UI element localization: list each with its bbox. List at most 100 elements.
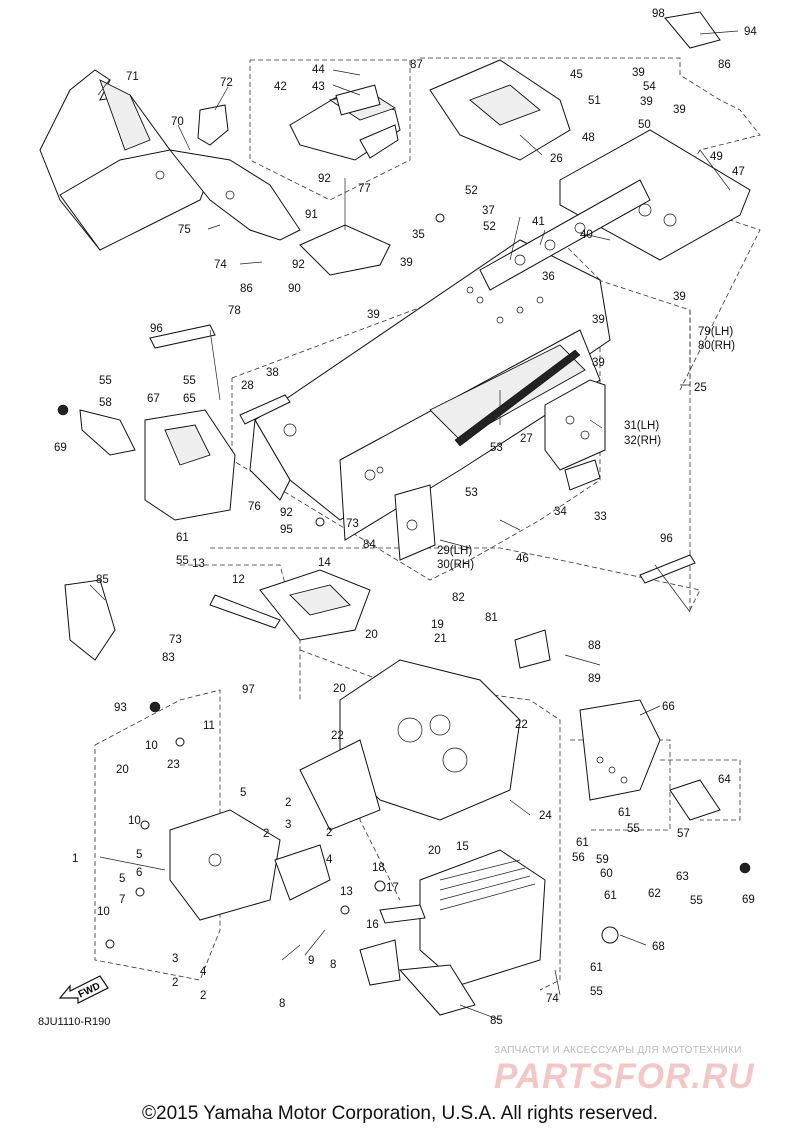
callout-c7: 7 bbox=[119, 894, 125, 906]
callout-c39f: 39 bbox=[592, 314, 605, 326]
callout-c89: 89 bbox=[588, 673, 601, 685]
callout-c81: 81 bbox=[485, 612, 498, 624]
callout-c98: 98 bbox=[652, 8, 665, 20]
watermark-logo-text: PARTSFOR.RU bbox=[494, 1057, 755, 1096]
callout-c64: 64 bbox=[718, 774, 731, 786]
brackets-31-32 bbox=[544, 379, 606, 471]
callout-c6: 6 bbox=[136, 867, 142, 879]
callout-c67: 67 bbox=[147, 393, 160, 405]
callout-c5b: 5 bbox=[136, 849, 142, 861]
callout-c54: 54 bbox=[643, 81, 656, 93]
callout-c94: 94 bbox=[744, 26, 757, 38]
callout-c63: 63 bbox=[676, 871, 689, 883]
callout-c39a: 39 bbox=[632, 67, 645, 79]
callout-c58: 58 bbox=[99, 397, 112, 409]
callout-c62: 62 bbox=[648, 888, 661, 900]
callout-c39h: 39 bbox=[592, 357, 605, 369]
callout-c25: 25 bbox=[694, 382, 707, 394]
callout-c42: 42 bbox=[274, 81, 287, 93]
callout-c10b: 10 bbox=[128, 815, 141, 827]
callout-c85b: 85 bbox=[490, 1015, 503, 1027]
callout-c52a: 52 bbox=[465, 185, 478, 197]
callout-c40: 40 bbox=[580, 229, 593, 241]
callout-c41: 41 bbox=[532, 216, 545, 228]
side-rail-41 bbox=[479, 179, 651, 291]
callout-c96b: 96 bbox=[660, 533, 673, 545]
callout-c26: 26 bbox=[550, 153, 563, 165]
callout-c91: 91 bbox=[305, 209, 318, 221]
callout-c9: 9 bbox=[308, 955, 314, 967]
bracket-91 bbox=[299, 224, 391, 276]
callout-c69a: 69 bbox=[54, 442, 67, 454]
callout-c69b: 69 bbox=[742, 894, 755, 906]
mount-67 bbox=[144, 409, 236, 521]
callout-c74a: 74 bbox=[214, 259, 227, 271]
callout-c27: 27 bbox=[520, 433, 533, 445]
callout-c55c: 55 bbox=[176, 555, 189, 567]
callout-c53b: 53 bbox=[465, 487, 478, 499]
callout-c70: 70 bbox=[171, 116, 184, 128]
callout-c34: 34 bbox=[554, 506, 567, 518]
callout-c85a: 85 bbox=[96, 574, 109, 586]
callout-c29: 29(LH) bbox=[437, 545, 472, 557]
watermark-subtitle: ЗАПЧАСТИ И АКСЕССУАРЫ ДЛЯ МОТОТЕХНИКИ bbox=[494, 1045, 742, 1056]
callout-c20a: 20 bbox=[365, 629, 378, 641]
callout-c72: 72 bbox=[220, 77, 233, 89]
callout-c2c: 2 bbox=[326, 827, 332, 839]
callout-c96a: 96 bbox=[150, 323, 163, 335]
diagram-reference-code: 8JU1110-R190 bbox=[38, 1016, 111, 1028]
callout-c80: 80(RH) bbox=[698, 340, 735, 352]
rear-bracket-66 bbox=[579, 699, 661, 801]
callout-c73b: 73 bbox=[169, 634, 182, 646]
axle-16-17 bbox=[379, 904, 619, 944]
callout-c66: 66 bbox=[662, 701, 675, 713]
plate-96b bbox=[639, 554, 696, 584]
callout-c37: 37 bbox=[482, 205, 495, 217]
callout-c15: 15 bbox=[456, 841, 469, 853]
plate-98-94 bbox=[664, 11, 721, 49]
steering-pivot bbox=[169, 809, 331, 921]
callout-c75: 75 bbox=[178, 224, 191, 236]
callout-c22a: 22 bbox=[515, 719, 528, 731]
bracket-72 bbox=[197, 104, 229, 146]
callout-c1: 1 bbox=[72, 853, 78, 865]
callout-c61a: 61 bbox=[176, 532, 189, 544]
callout-c53a: 53 bbox=[490, 442, 503, 454]
top-plate-26 bbox=[429, 59, 571, 161]
callout-c21: 21 bbox=[434, 633, 447, 645]
callout-c49: 49 bbox=[710, 151, 723, 163]
bracket-34 bbox=[564, 459, 601, 491]
callout-c55a: 55 bbox=[99, 375, 112, 387]
callout-c4b: 4 bbox=[200, 966, 207, 978]
partsfor-logo: PARTSFOR.RU bbox=[494, 1057, 755, 1096]
callout-c55f: 55 bbox=[590, 986, 603, 998]
callout-c10c: 10 bbox=[97, 906, 110, 918]
callout-c59: 59 bbox=[596, 854, 609, 866]
callout-c20c: 20 bbox=[116, 764, 129, 776]
front-cowl-bracket bbox=[39, 69, 301, 251]
callout-c35: 35 bbox=[412, 229, 425, 241]
callout-c39d: 39 bbox=[400, 257, 413, 269]
callout-c8b: 8 bbox=[330, 959, 336, 971]
callout-c79: 79(LH) bbox=[698, 326, 733, 338]
callout-c10a: 10 bbox=[145, 740, 158, 752]
callout-c65: 65 bbox=[183, 393, 196, 405]
leader-lines bbox=[89, 30, 739, 1021]
fwd-arrow-icon: FWD bbox=[58, 975, 109, 1004]
callout-c31: 31(LH) bbox=[624, 420, 659, 432]
callout-c11: 11 bbox=[203, 720, 215, 732]
fasteners bbox=[57, 213, 751, 996]
callout-c46: 46 bbox=[516, 553, 529, 565]
callout-c61e: 61 bbox=[590, 962, 603, 974]
callout-c39e: 39 bbox=[673, 291, 686, 303]
callout-c71: 71 bbox=[126, 71, 139, 83]
callout-c61b: 61 bbox=[576, 837, 589, 849]
callout-c87: 87 bbox=[410, 59, 423, 71]
callout-c88: 88 bbox=[588, 640, 601, 652]
callout-c45: 45 bbox=[570, 69, 583, 81]
callout-c43: 43 bbox=[312, 81, 325, 93]
forward-direction-arrow-badge: FWD bbox=[58, 972, 118, 1011]
callout-c13a: 13 bbox=[192, 558, 205, 570]
callout-c74b: 74 bbox=[546, 993, 559, 1005]
